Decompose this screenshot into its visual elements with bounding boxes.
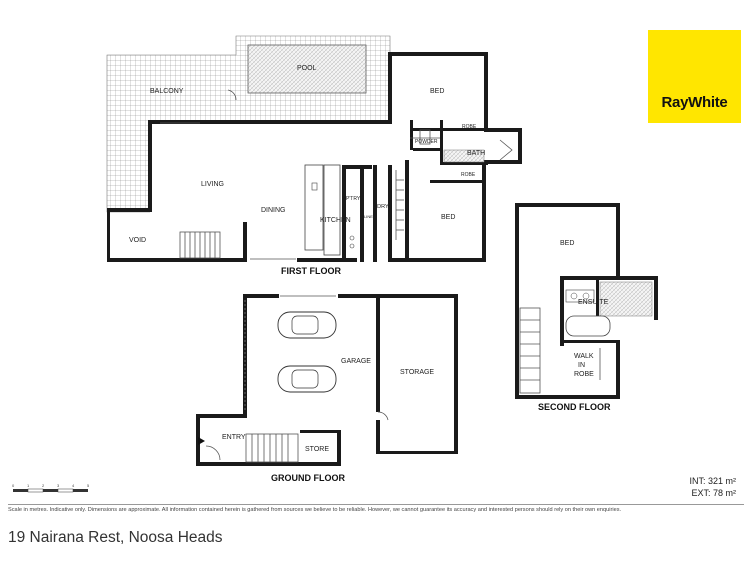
robe-label-2: ROBE bbox=[461, 172, 476, 178]
storage-label: STORAGE bbox=[400, 369, 434, 376]
raywhite-logo: RayWhite bbox=[648, 30, 741, 123]
property-address: 19 Nairana Rest, Noosa Heads bbox=[8, 529, 223, 546]
bath-label: BATH bbox=[467, 150, 485, 157]
entry-arrow-icon bbox=[198, 437, 205, 445]
brand-name: RayWhite bbox=[661, 94, 728, 111]
dining-label: DINING bbox=[261, 207, 286, 214]
walk-in-robe-line-1: WALK bbox=[574, 353, 594, 360]
scale-tick-label: 4 bbox=[72, 483, 75, 488]
ground-floor-title: GROUND FLOOR bbox=[271, 473, 345, 483]
scale-tick-label: 2 bbox=[42, 483, 45, 488]
ensuite-label: ENSUITE bbox=[578, 299, 609, 306]
linen-label: LINEN bbox=[364, 214, 376, 219]
second-floor-plan: BED ENSUITE WALK IN ROBE SECOND FLOOR bbox=[515, 203, 658, 412]
kitchen-label: KITCHEN bbox=[320, 217, 351, 224]
scale-tick-label: 3 bbox=[57, 483, 60, 488]
disclaimer-text: Scale in metres. Indicative only. Dimens… bbox=[8, 504, 744, 513]
bed-label-1: BED bbox=[430, 88, 444, 95]
car-icon bbox=[277, 365, 337, 393]
void-label: VOID bbox=[129, 237, 146, 244]
bed-label-2: BED bbox=[441, 214, 455, 221]
bed-label-3: BED bbox=[560, 240, 574, 247]
ground-floor-plan: GARAGE STORAGE ENTRY STORE GROUND FLOOR bbox=[196, 294, 458, 483]
scale-tick-label: 1 bbox=[27, 483, 30, 488]
store-label: STORE bbox=[305, 446, 329, 453]
internal-area: INT: 321 m² bbox=[689, 476, 736, 486]
entry-label: ENTRY bbox=[222, 434, 246, 441]
laundry-label: L'DRY bbox=[373, 204, 389, 210]
scale-tick-label: 0 bbox=[12, 483, 15, 488]
scale-tick-label: 5 bbox=[87, 483, 90, 488]
scale-bar: 0 1 2 3 4 5 bbox=[12, 483, 90, 493]
walk-in-robe-line-2: IN bbox=[578, 362, 585, 369]
car-icon bbox=[277, 311, 337, 339]
living-label: LIVING bbox=[201, 181, 224, 188]
robe-label-1: ROBE bbox=[462, 124, 477, 130]
pool-area bbox=[247, 44, 367, 94]
powder-label: POWDER bbox=[415, 139, 438, 145]
second-floor-title: SECOND FLOOR bbox=[538, 402, 611, 412]
walk-in-robe-line-3: ROBE bbox=[574, 371, 594, 378]
first-floor-plan: POOL BALCONY BED ROBE POWDER BATH ROBE L… bbox=[106, 35, 522, 276]
balcony-label: BALCONY bbox=[150, 88, 184, 95]
first-floor-title: FIRST FLOOR bbox=[281, 266, 341, 276]
pantry-label: P'TRY bbox=[346, 196, 361, 202]
pool-label: POOL bbox=[297, 65, 317, 72]
external-area: EXT: 78 m² bbox=[691, 488, 736, 498]
garage-label: GARAGE bbox=[341, 358, 371, 365]
floor-plan-drawing: POOL BALCONY BED ROBE POWDER BATH ROBE L… bbox=[106, 35, 658, 483]
